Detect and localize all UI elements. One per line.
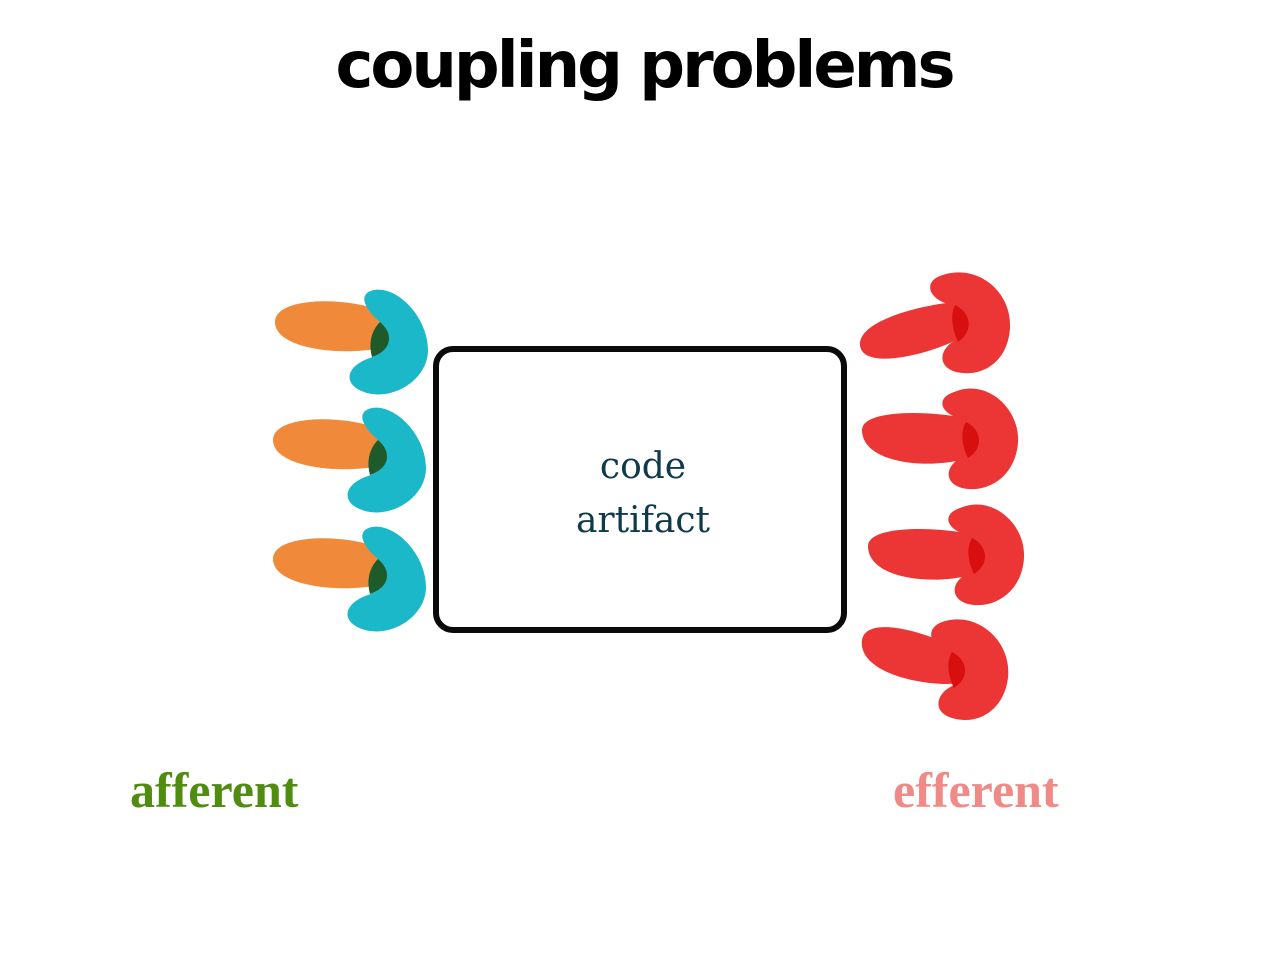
efferent-arrow-overlap [952, 305, 969, 342]
afferent-arrow-tail [273, 538, 393, 589]
efferent-arrow-head [942, 388, 1019, 490]
afferent-arrow-tail [273, 419, 393, 470]
efferent-arrow-overlap [948, 652, 966, 688]
efferent-arrow-tail [859, 301, 978, 359]
efferent-arrow-tail [868, 529, 991, 580]
code-artifact-line-2: artifact [575, 500, 711, 541]
slide-title: coupling problems [335, 29, 955, 103]
afferent-arrow-tail [275, 301, 395, 352]
efferent-arrow-overlap [962, 422, 980, 458]
code-artifact-box [433, 346, 847, 633]
code-artifact-line-1: code [599, 446, 687, 487]
efferent-arrow-tail [862, 413, 985, 464]
efferent-arrow-head [931, 619, 1009, 721]
afferent-arrow-overlap [368, 440, 388, 475]
afferent-arrow-overlap [370, 322, 390, 357]
efferent-arrow-3 [868, 504, 1025, 606]
efferent-arrow-head [930, 272, 1011, 374]
efferent-arrow-4 [861, 619, 1009, 721]
efferent-arrow-2 [862, 388, 1019, 490]
afferent-arrow-head [347, 526, 426, 632]
afferent-label: afferent [130, 762, 299, 818]
afferent-arrow-overlap [368, 559, 388, 594]
efferent-arrow-1 [859, 272, 1011, 374]
efferent-label: efferent [893, 762, 1059, 818]
afferent-arrow-head [347, 407, 426, 513]
afferent-arrow-2 [273, 407, 426, 513]
afferent-arrow-3 [273, 526, 426, 632]
afferent-arrow-1 [275, 289, 428, 395]
code-artifact-label: code artifact [433, 440, 853, 548]
efferent-arrow-overlap [968, 538, 986, 574]
efferent-arrow-head [948, 504, 1025, 606]
afferent-arrow-head [349, 289, 428, 395]
